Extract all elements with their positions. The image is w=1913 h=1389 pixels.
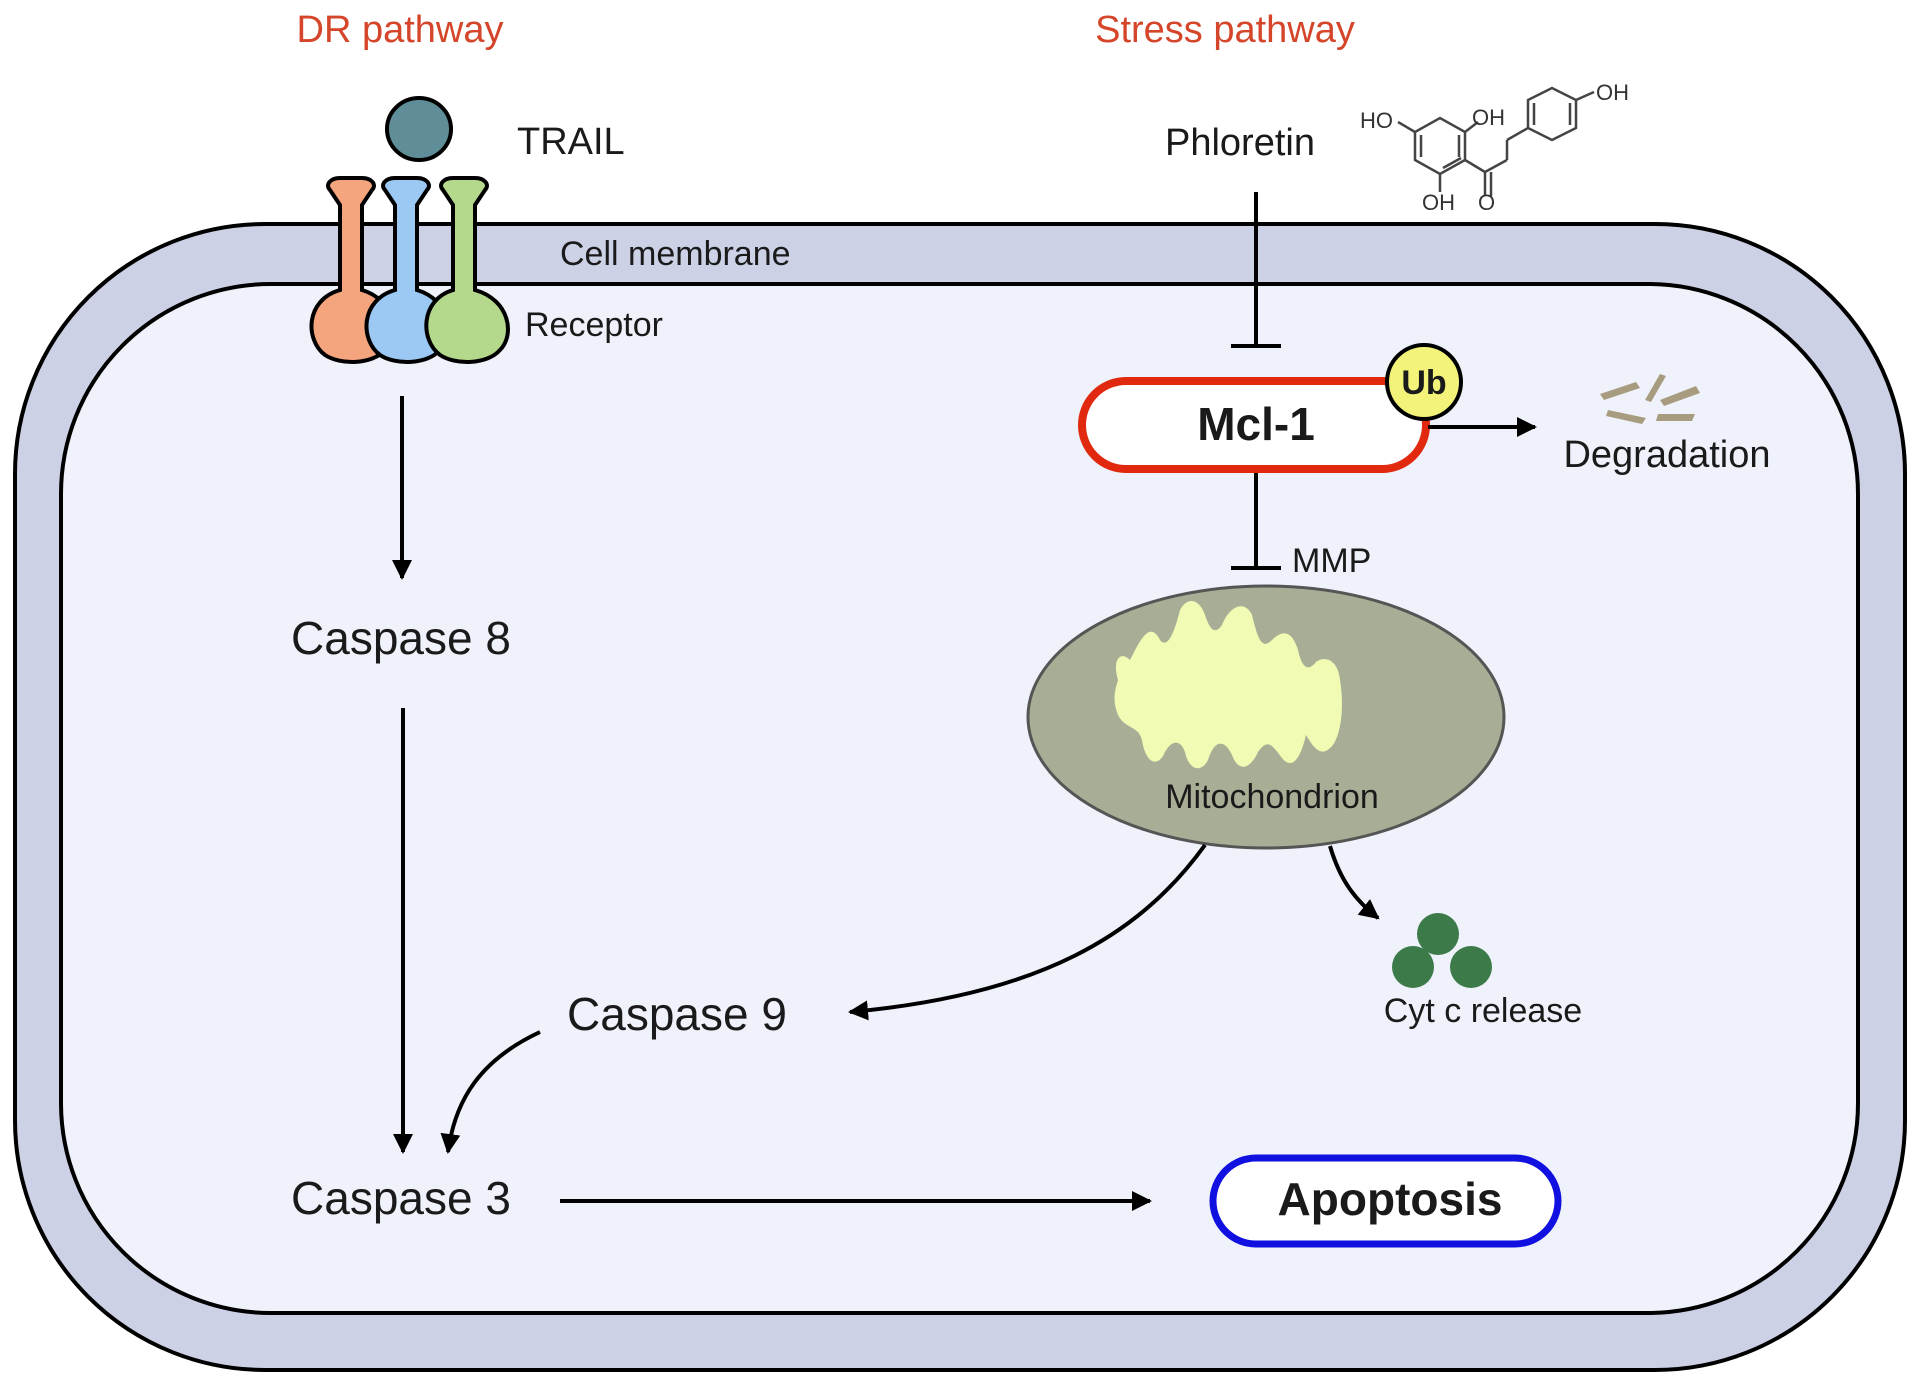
receptor-subunit-3 [424, 176, 510, 364]
cytc-release-label: Cyt c release [1384, 992, 1582, 1030]
chem-group-ho: HO [1360, 108, 1393, 133]
mitochondrion-cristae [1114, 600, 1342, 769]
chem-group-oh-bottom: OH [1422, 190, 1455, 215]
mcl1-node [1078, 377, 1430, 473]
apoptosis-label: Apoptosis [1278, 1173, 1503, 1225]
receptor-icon [309, 176, 510, 364]
mitochondrion-label: Mitochondrion [1165, 778, 1379, 816]
stress-pathway-title: Stress pathway [1095, 9, 1355, 51]
caspase9-to-caspase3-arrow [440, 1030, 541, 1154]
receptor-label: Receptor [525, 306, 663, 344]
chem-group-oh-right: OH [1596, 80, 1629, 105]
cytoplasm [59, 282, 1860, 1315]
cytochrome-c-icon [1392, 913, 1492, 988]
membrane-label: Cell membrane [560, 235, 791, 273]
ubiquitin-icon [1385, 343, 1463, 421]
phloretin-structure-icon [1397, 86, 1595, 196]
caspase3-label: Caspase 3 [291, 1172, 511, 1224]
mcl1-label: Mcl-1 [1197, 398, 1315, 450]
caspase9-label: Caspase 9 [567, 988, 787, 1040]
caspase8-label: Caspase 8 [291, 612, 511, 664]
degradation-label: Degradation [1563, 434, 1770, 476]
apoptosis-node [1209, 1154, 1562, 1248]
ub-label: Ub [1401, 364, 1446, 402]
mito-to-caspase9-arrow [848, 843, 1207, 1021]
trail-label: TRAIL [517, 121, 625, 163]
dr-pathway-title: DR pathway [297, 9, 504, 51]
phloretin-label: Phloretin [1165, 122, 1315, 164]
cytc-release-arrow [1328, 845, 1380, 920]
mmp-label: MMP [1292, 542, 1371, 580]
chem-group-o: O [1478, 190, 1495, 215]
chem-group-oh-top: OH [1472, 105, 1505, 130]
trail-ligand-icon [385, 96, 453, 162]
protein-fragments-icon [1600, 374, 1700, 424]
